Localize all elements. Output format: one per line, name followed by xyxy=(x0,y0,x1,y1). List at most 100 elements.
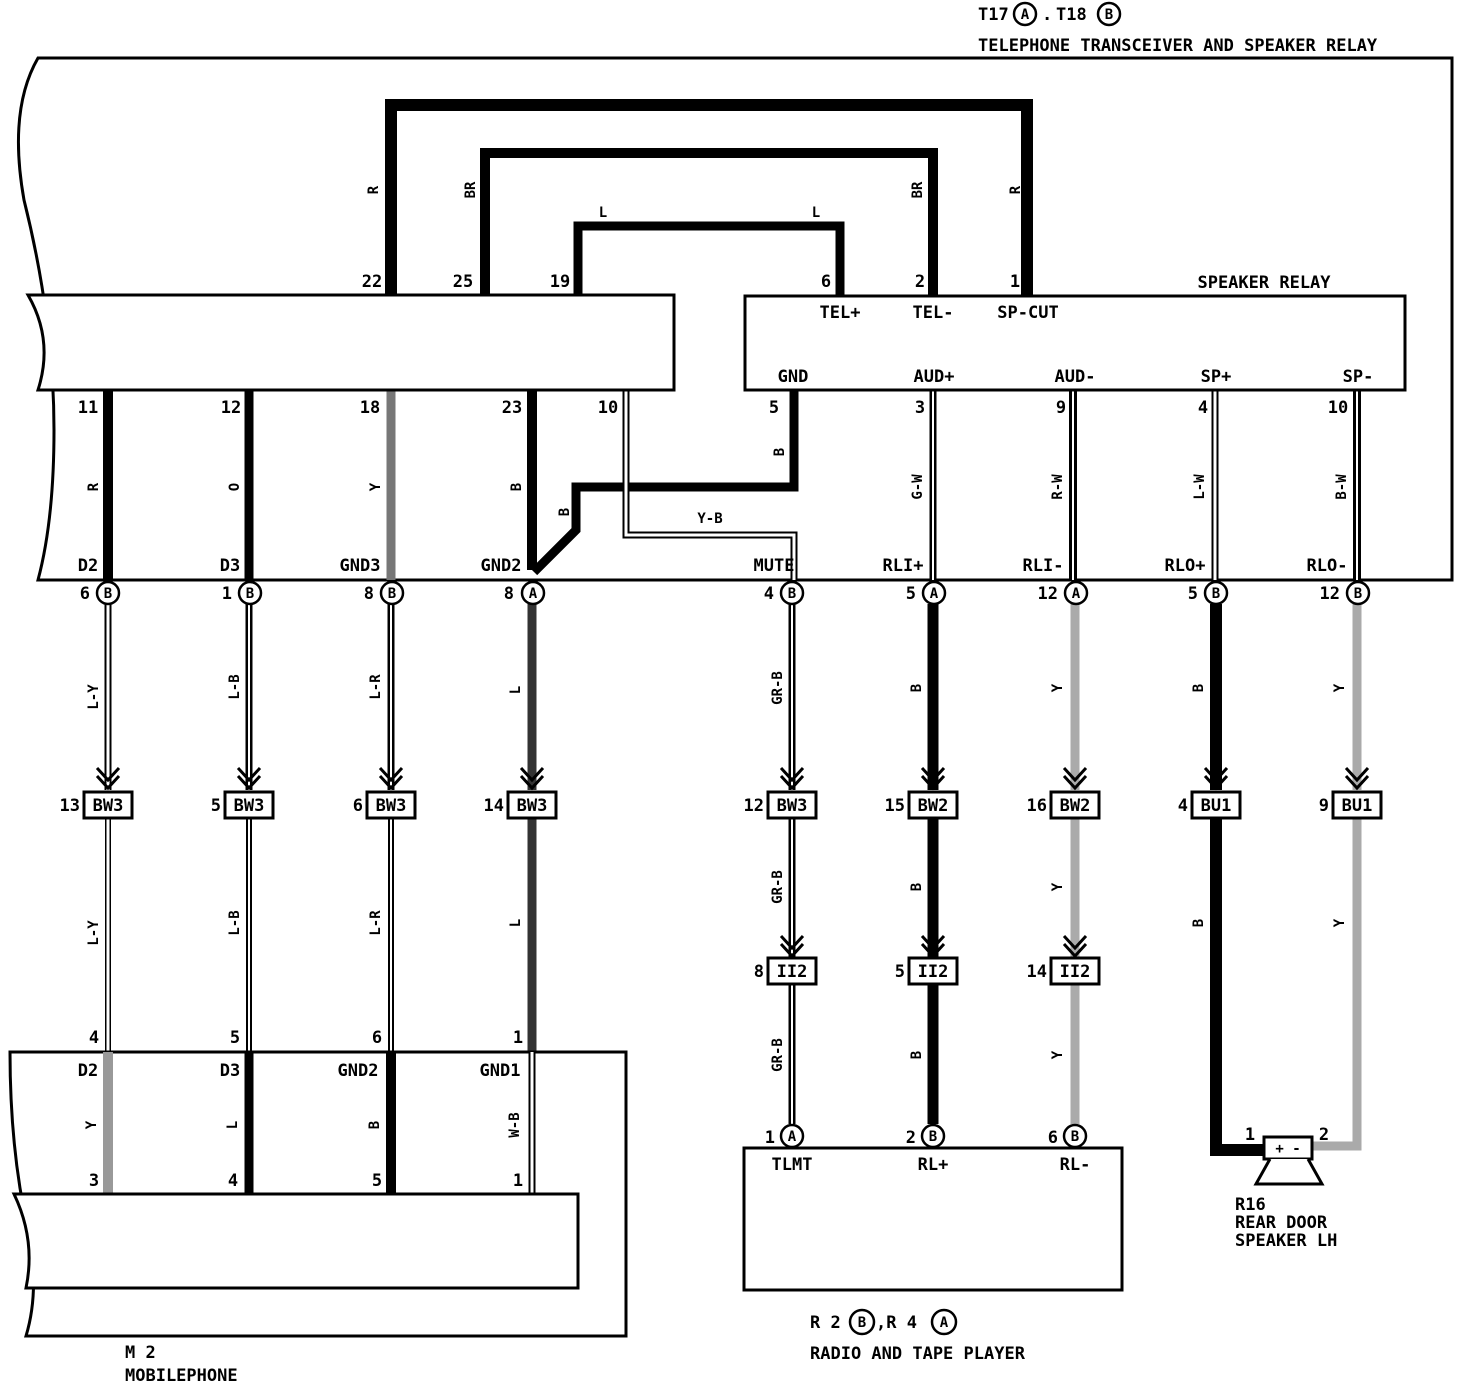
mobile-wire-label-y: Y xyxy=(84,1120,100,1129)
wire-loop-l xyxy=(573,221,845,295)
unit-term-rli-plus: RLI+ xyxy=(883,556,924,576)
arrow-l-y xyxy=(95,766,121,791)
connector-a-badge xyxy=(1012,1,1038,27)
wire-b-speaker-plus-2 xyxy=(1210,818,1266,1156)
unit-term-rlo-minus: RLO- xyxy=(1307,556,1348,576)
wire-label-l-y-2: L-Y xyxy=(86,920,102,946)
wire-label-yb: Y-B xyxy=(697,511,722,527)
mobile-term-d3: D3 xyxy=(220,1061,240,1081)
speaker-pin-2: 2 xyxy=(1319,1125,1329,1145)
mobile-in-pin-6: 6 xyxy=(372,1028,382,1048)
mobile-in-pin-1: 1 xyxy=(513,1028,523,1048)
connector-a-letter: A xyxy=(1021,7,1030,23)
radio-id-badge-b-letter: B xyxy=(858,1315,866,1331)
wire-label-r-right: R xyxy=(1008,185,1024,194)
unit-connector-row: 6 B 1 B 8 B 8 A 4 B 5 A 12 A 5 B 12 B xyxy=(80,580,1371,606)
junction-box xyxy=(766,790,818,820)
wire-label-y-3: Y xyxy=(1050,1050,1066,1059)
conn-pin-mute: 4 xyxy=(764,584,774,604)
junction-pin: 5 xyxy=(895,962,905,982)
wire-loop-r xyxy=(385,99,1033,295)
junction-id: BW3 xyxy=(777,796,808,816)
junction-pin: 8 xyxy=(754,962,764,982)
junction-id: BW3 xyxy=(376,796,407,816)
radio-pin-6: 6 xyxy=(1048,1128,1058,1148)
radio-term-rl-minus: RL- xyxy=(1060,1155,1091,1175)
junction-id: BW3 xyxy=(93,796,124,816)
radio-term-tlmt: TLMT xyxy=(772,1155,813,1175)
conn-pin-gnd2: 8 xyxy=(504,584,514,604)
conn-pin-rli-plus: 5 xyxy=(906,584,916,604)
junction-box xyxy=(766,956,818,986)
radio-connectors: 1 A 2 B 6 B xyxy=(765,1123,1088,1149)
junction-box xyxy=(907,956,959,986)
conn-badge-rlo-minus xyxy=(1345,580,1371,606)
wire-label-y-sp-1: Y xyxy=(1332,683,1348,692)
junction-id: II2 xyxy=(777,962,808,982)
wire-label-l-b-1: L-B xyxy=(227,674,243,699)
mobile-wire-label-w-b: W-B xyxy=(507,1112,523,1137)
junction-box xyxy=(1331,790,1383,820)
arrow-y-2 xyxy=(1062,934,1088,959)
speaker-relay-module xyxy=(743,294,1407,392)
wire-label-aud-minus: R-W xyxy=(1050,474,1066,500)
unit-term-gnd2: GND2 xyxy=(481,556,522,576)
pin-25: 25 xyxy=(453,272,473,292)
junction-row-1: 13 BW3 5 BW3 6 BW3 14 BW3 12 BW3 15 BW2 … xyxy=(60,790,1383,820)
connector-b-badge xyxy=(1096,1,1122,27)
conn-letter-d2: B xyxy=(104,586,112,602)
conn-letter-rli-minus: A xyxy=(1072,586,1081,602)
pin-22: 22 xyxy=(362,272,382,292)
wire-label-col18: Y xyxy=(368,482,384,491)
mobile-out-pin-5: 5 xyxy=(372,1171,382,1191)
junction-id: BW3 xyxy=(517,796,548,816)
relay-pin-3: 3 xyxy=(915,398,925,418)
pin-23: 23 xyxy=(502,398,522,418)
relay-term-aud-plus: AUD+ xyxy=(914,367,955,387)
relay-pin-4: 4 xyxy=(1198,398,1208,418)
radio-id-badge-a-letter: A xyxy=(940,1315,949,1331)
conn-badge-gnd2 xyxy=(520,580,546,606)
speaker-icon: + - xyxy=(1253,1135,1325,1186)
arrow-y xyxy=(1062,766,1088,791)
radio-id-badge-a xyxy=(930,1308,958,1336)
conn-badge-rli-plus xyxy=(921,580,947,606)
arrow-gr-b-2 xyxy=(779,934,805,959)
junction-id: BU1 xyxy=(1342,796,1373,816)
conn-badge-gnd3 xyxy=(379,580,405,606)
unit-term-d2: D2 xyxy=(78,556,98,576)
mobile-id: M 2 xyxy=(125,1343,156,1363)
wire-label-gr-b-3: GR-B xyxy=(770,1038,786,1072)
wire-label-l-left: L xyxy=(599,205,607,221)
wire-label-l-b-2: L-B xyxy=(227,910,243,935)
junction-pin: 5 xyxy=(211,796,221,816)
wire-label-gr-b-1: GR-B xyxy=(770,671,786,705)
mobile-term-d2: D2 xyxy=(78,1061,98,1081)
mobile-out-pin-3: 3 xyxy=(89,1171,99,1191)
wire-label-l-2: L xyxy=(508,919,524,927)
mobile-in-pin-4: 4 xyxy=(89,1028,99,1048)
radio-pin-2: 2 xyxy=(906,1128,916,1148)
junction-pin: 12 xyxy=(744,796,764,816)
wire-label-gnd-diag: B xyxy=(557,508,573,516)
junction-pin: 14 xyxy=(1027,962,1047,982)
mobile-wire-label-b: B xyxy=(367,1121,383,1129)
arrow-y-sp xyxy=(1344,766,1370,791)
junction-box xyxy=(1049,956,1101,986)
speaker-name-1: REAR DOOR xyxy=(1235,1213,1328,1233)
speaker-id: R16 xyxy=(1235,1195,1266,1215)
wire-label-gnd-relay: B xyxy=(772,448,788,456)
mobile-out-pin-4: 4 xyxy=(228,1171,238,1191)
conn-letter-mute: B xyxy=(788,586,796,602)
relay-term-tel-plus: TEL+ xyxy=(820,303,861,323)
wire-label-l-right: L xyxy=(812,205,820,221)
junction-pin: 13 xyxy=(60,796,80,816)
mobile-term-gnd1: GND1 xyxy=(480,1061,521,1081)
pin-18: 18 xyxy=(360,398,380,418)
arrow-gr-b xyxy=(779,766,805,791)
conn-letter-rlo-minus: B xyxy=(1354,586,1362,602)
wire-ground-link xyxy=(530,390,799,576)
wire-label-l-1: L xyxy=(508,686,524,694)
wire-label-l-y-1: L-Y xyxy=(86,684,102,710)
wire-mute-yb-core xyxy=(624,390,796,580)
